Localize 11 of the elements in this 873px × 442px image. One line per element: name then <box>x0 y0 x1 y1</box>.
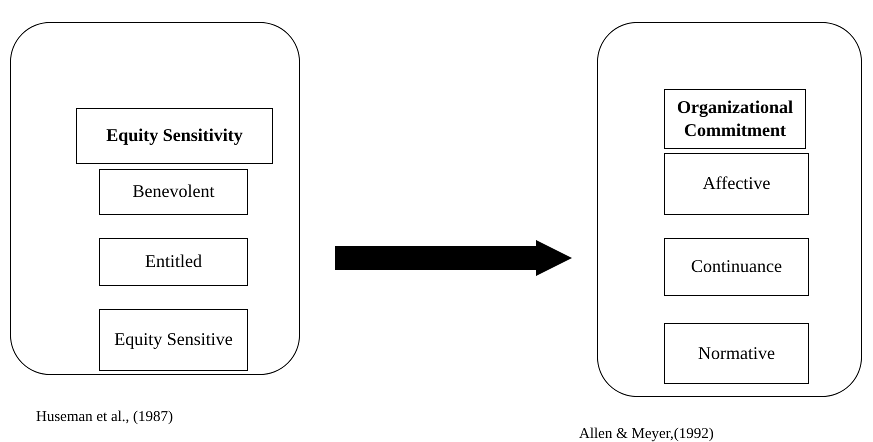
label-box: Equity Sensitivity <box>76 108 273 164</box>
label-box: Affective <box>664 153 809 215</box>
label-box: Benevolent <box>99 169 248 215</box>
citation: Allen & Meyer,(1992) <box>579 425 714 442</box>
label-box: Continuance <box>664 238 809 296</box>
arrow <box>335 240 572 276</box>
label-box: Entitled <box>99 238 248 286</box>
label-box: Normative <box>664 323 809 384</box>
citation: Huseman et al., (1987) <box>36 408 174 427</box>
label-box: Equity Sensitive <box>99 309 248 371</box>
label-box: Organizational Commitment <box>664 89 806 149</box>
